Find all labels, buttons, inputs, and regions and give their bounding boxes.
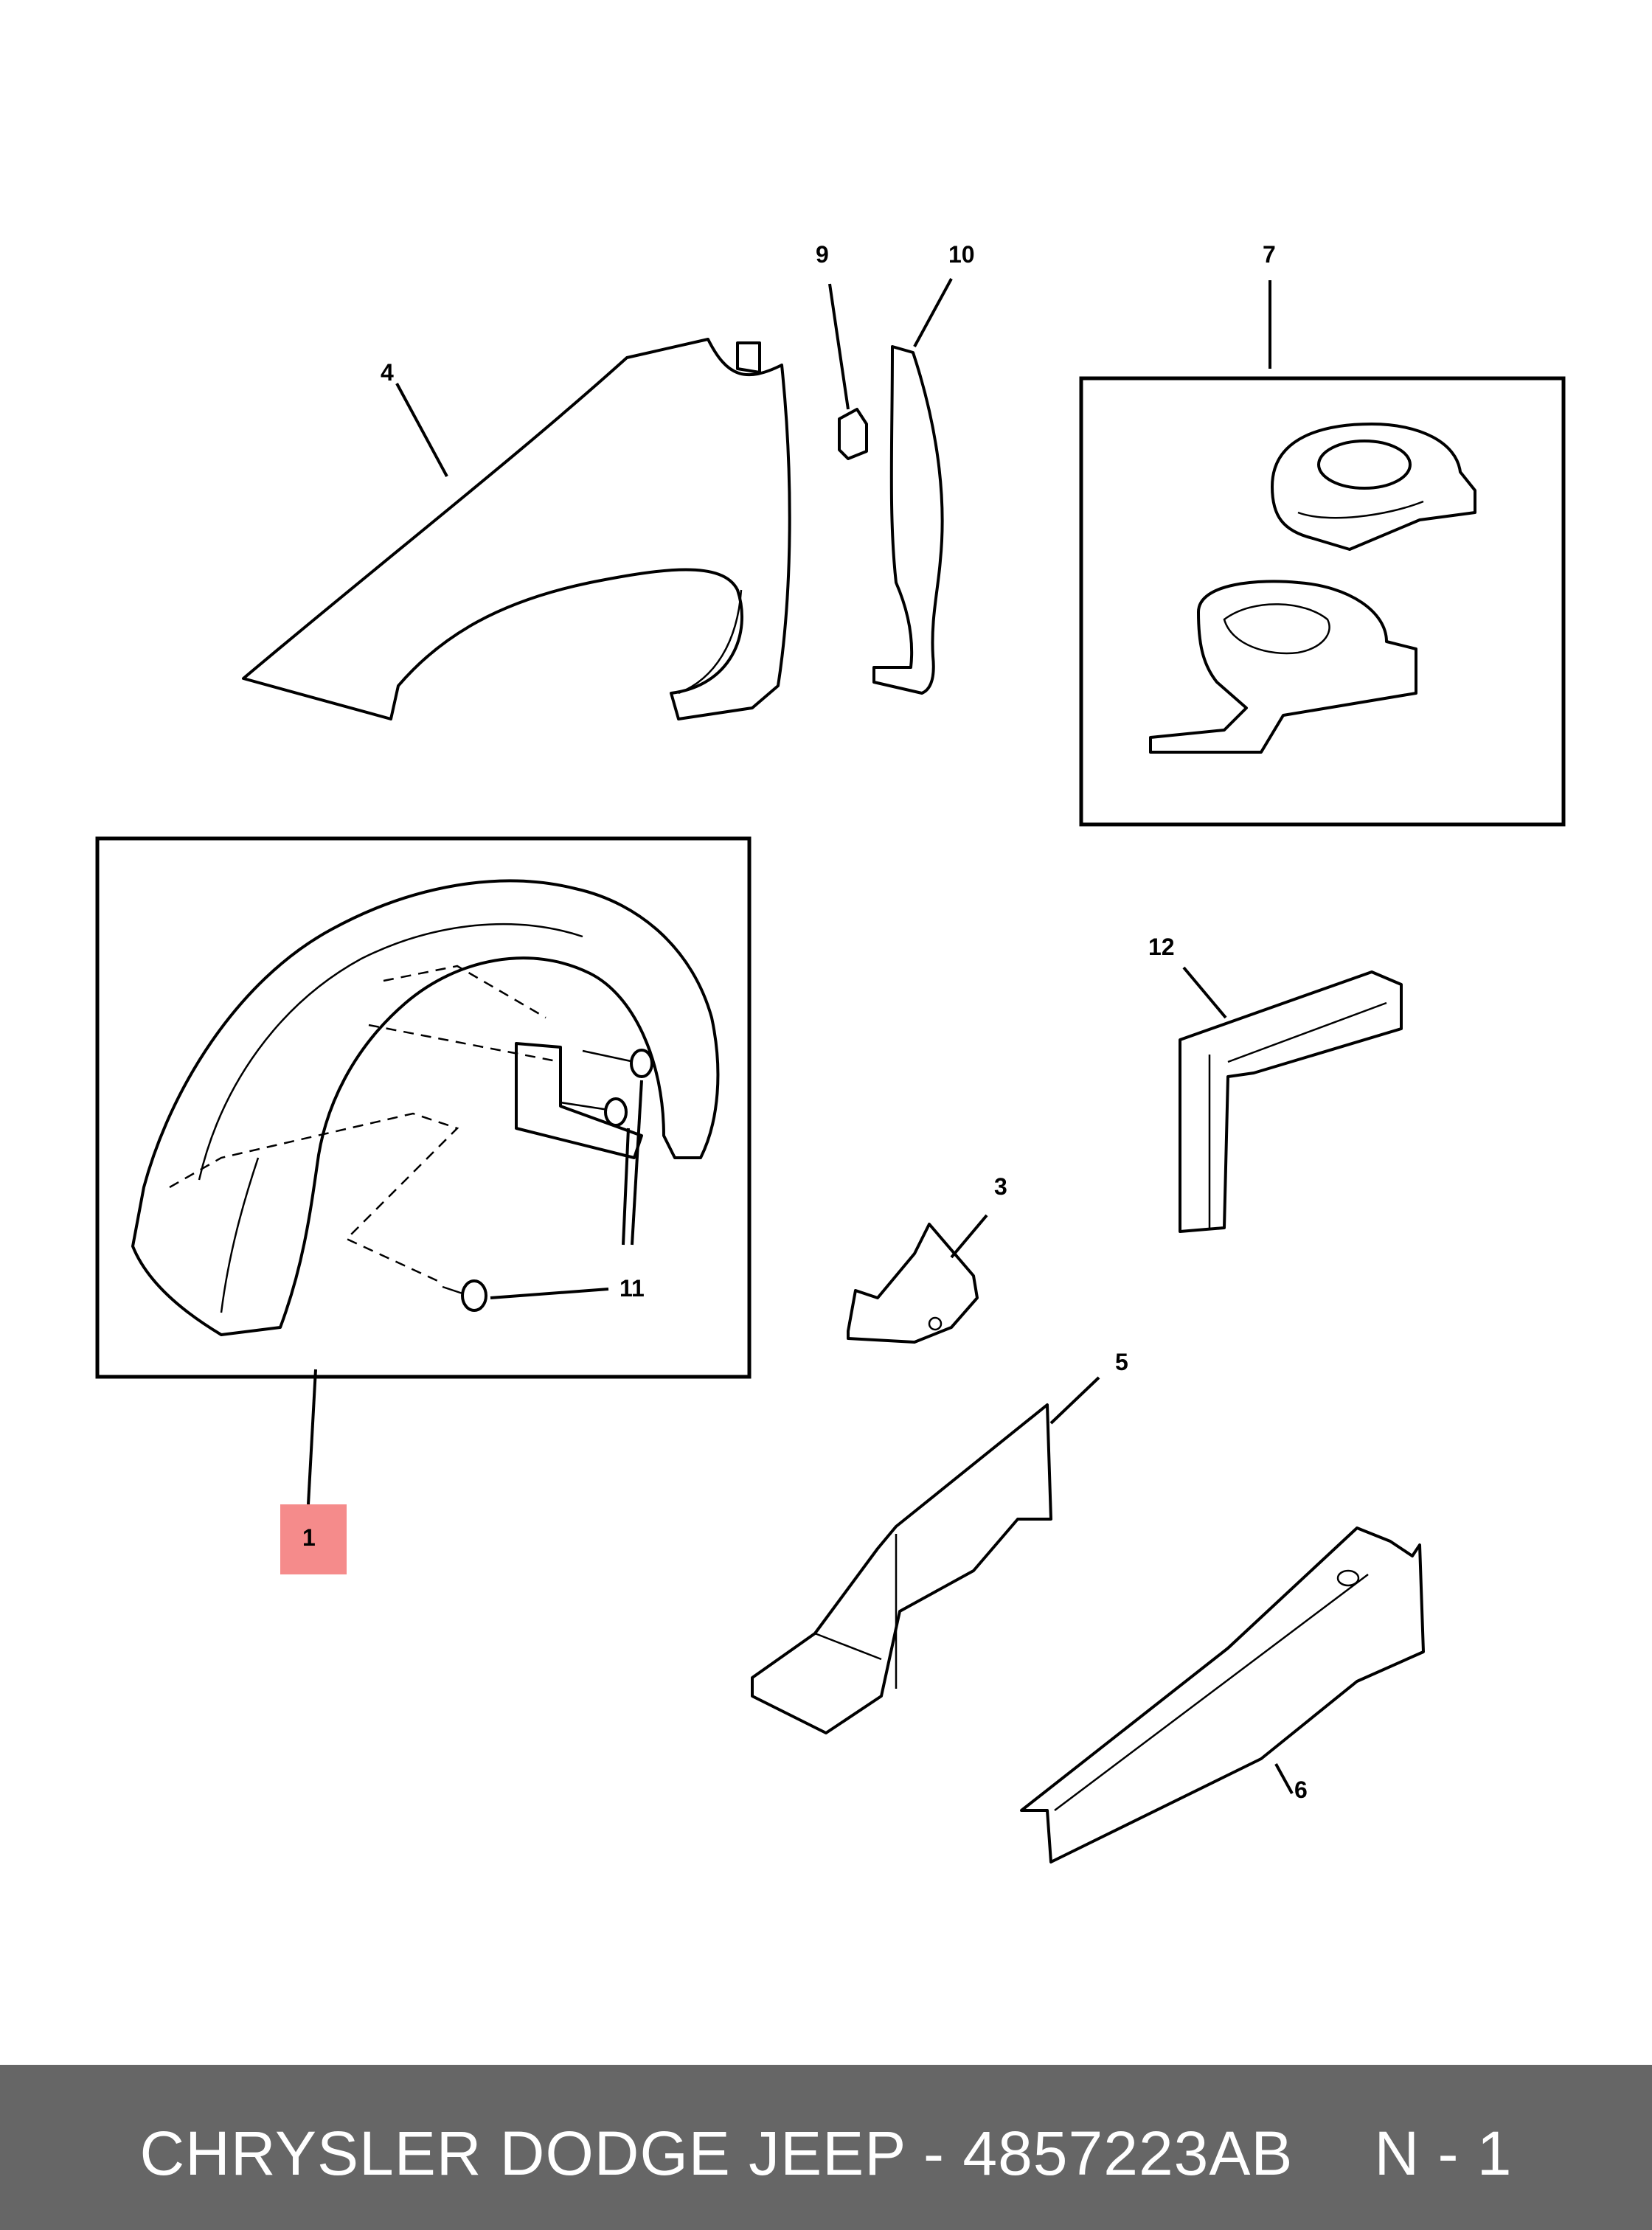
callout-10: 10 (948, 241, 975, 268)
footer-caption: CHRYSLER DODGE JEEP - 4857223AB N - 1 (0, 2118, 1652, 2189)
footer-part-number: 4857223AB (962, 2119, 1294, 2188)
callout-3: 3 (994, 1173, 1007, 1200)
callout-1: 1 (302, 1524, 316, 1551)
part-6-lower-rail[interactable] (1020, 1526, 1425, 1863)
part-1-splash-shield[interactable] (131, 879, 720, 1336)
part-7-shock-tower-upper[interactable] (1271, 423, 1476, 551)
callout-7: 7 (1263, 241, 1276, 268)
part-9-clip[interactable] (838, 408, 868, 460)
footer-brand: CHRYSLER DODGE JEEP (139, 2119, 906, 2188)
part-3-bracket[interactable] (847, 1223, 979, 1344)
callout-12: 12 (1148, 934, 1175, 960)
part-10-shield[interactable] (872, 345, 944, 695)
part-11-fastener-lower[interactable] (442, 1279, 487, 1312)
callout-5: 5 (1115, 1349, 1128, 1375)
footer-bar: CHRYSLER DODGE JEEP - 4857223AB N - 1 (0, 2065, 1652, 2230)
footer-separator: - (905, 2119, 963, 2188)
part-5-rail[interactable] (751, 1403, 1052, 1734)
callout-11: 11 (620, 1275, 645, 1302)
footer-page: N - 1 (1374, 2119, 1513, 2188)
parts-diagram: 4 9 10 7 (95, 241, 1566, 1863)
part-4-fender[interactable] (242, 338, 791, 720)
part-11-fastener-middle[interactable] (560, 1097, 628, 1127)
part-11-fastener-upper[interactable] (582, 1049, 653, 1078)
part-7-shock-tower-lower[interactable] (1149, 580, 1417, 754)
callout-4: 4 (381, 359, 394, 386)
part-1-frame (95, 836, 752, 1379)
part-7-frame (1079, 376, 1566, 827)
callout-1-highlight (280, 1504, 347, 1574)
callout-9: 9 (816, 241, 829, 268)
callout-6: 6 (1294, 1776, 1308, 1803)
part-12-bracket[interactable] (1179, 970, 1403, 1233)
